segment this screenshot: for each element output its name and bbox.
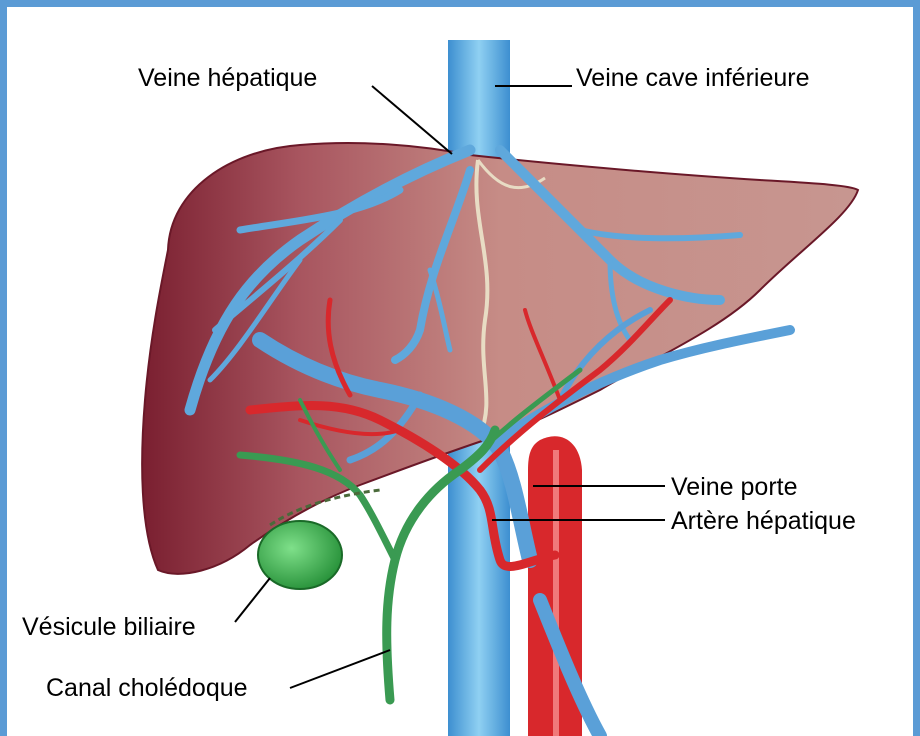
label-artere-hepatique: Artère hépatique	[671, 509, 856, 534]
label-veine-cave-inferieure: Veine cave inférieure	[576, 66, 809, 91]
label-canal-choledoque: Canal cholédoque	[46, 676, 248, 701]
label-veine-hepatique: Veine hépatique	[138, 66, 317, 91]
leader-canal	[290, 650, 390, 688]
label-vesicule-biliaire: Vésicule biliaire	[22, 615, 196, 640]
leader-vesicule	[235, 578, 270, 622]
label-veine-porte: Veine porte	[671, 475, 798, 500]
